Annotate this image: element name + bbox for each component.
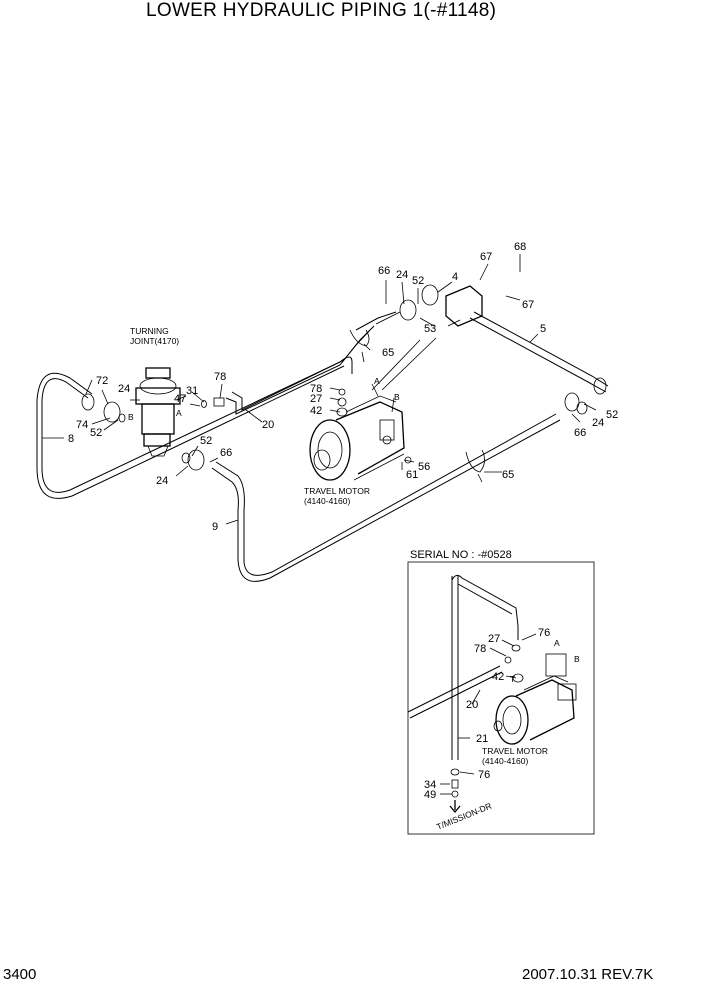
port-labels: A B A B A B T: [128, 376, 580, 684]
callout-65: 65: [502, 469, 514, 481]
transmission-label: T/MISSION-DR: [435, 801, 493, 832]
callout-66: 66: [574, 427, 586, 439]
callout-74: 74: [76, 419, 88, 431]
port-b-motor: B: [394, 392, 400, 402]
flange-right: [564, 377, 607, 415]
port-b-inset: B: [574, 654, 580, 664]
callout-24: 24: [396, 269, 408, 281]
fittings-left: [81, 388, 412, 471]
port-t-inset: T: [510, 674, 515, 684]
callout-61: 61: [406, 469, 418, 481]
callout-52: 52: [200, 435, 212, 447]
callout-76: 76: [478, 769, 490, 781]
callout-27: 27: [310, 393, 322, 405]
callout-27: 27: [488, 633, 500, 645]
part-callouts: 66 24 52 4 67 68 67 53 5 65 72 24 74 52 …: [68, 241, 618, 801]
revision-date: 2007.10.31 REV.7K: [522, 966, 654, 983]
callout-78: 78: [474, 643, 486, 655]
inset-leader-lines: [440, 633, 537, 795]
page-title: LOWER HYDRAULIC PIPING 1(-#1148): [146, 0, 497, 21]
port-b-joint: B: [128, 412, 134, 422]
pipe-9: [211, 413, 561, 582]
page-number: 3400: [3, 966, 37, 983]
turning-joint-label-1: TURNING: [130, 326, 169, 336]
callout-24: 24: [118, 383, 130, 395]
port-a-joint: A: [176, 408, 182, 418]
callout-68: 68: [514, 241, 526, 253]
port-a-inset: A: [554, 638, 560, 648]
callout-21: 21: [476, 733, 488, 745]
travel-motor-main: [309, 395, 405, 481]
turning-joint-label-2: JOINT(4170): [130, 336, 179, 346]
inset-pipes: [407, 574, 519, 760]
callout-52: 52: [606, 409, 618, 421]
callout-5: 5: [540, 323, 546, 335]
callout-67: 67: [522, 299, 534, 311]
callout-31: 31: [186, 385, 198, 397]
callout-42: 42: [310, 405, 322, 417]
callout-9: 9: [212, 521, 218, 533]
callout-20: 20: [262, 419, 274, 431]
component-labels: TURNING JOINT(4170) TRAVEL MOTOR (4140-4…: [130, 326, 548, 832]
inset-frame: [407, 561, 595, 835]
callout-78: 78: [214, 371, 226, 383]
callout-8: 8: [68, 433, 74, 445]
leader-lines: [42, 254, 597, 525]
callout-42: 42: [492, 671, 504, 683]
clamp-65-lower: [465, 449, 485, 483]
callout-56: 56: [418, 461, 430, 473]
callout-49: 49: [424, 789, 436, 801]
callout-76: 76: [538, 627, 550, 639]
callout-52: 52: [412, 275, 424, 287]
block-4: [375, 284, 483, 327]
inset-serial-label: SERIAL NO : -#0528: [410, 549, 512, 561]
callout-34: 34: [424, 779, 436, 791]
callout-53: 53: [424, 323, 436, 335]
pipe-5: [469, 311, 609, 393]
inset-fittings: [449, 644, 524, 814]
callout-72: 72: [96, 375, 108, 387]
callout-4: 4: [452, 271, 458, 283]
callout-52: 52: [90, 427, 102, 439]
port-a-motor: A: [374, 376, 380, 386]
callout-24: 24: [156, 475, 168, 487]
callout-20: 20: [466, 699, 478, 711]
callout-66: 66: [220, 447, 232, 459]
travel-motor-label-1: TRAVEL MOTOR: [304, 486, 370, 496]
callout-78: 78: [310, 383, 322, 395]
inset-travel-motor-label-1: TRAVEL MOTOR: [482, 746, 548, 756]
inset-travel-motor: [493, 653, 577, 745]
callout-67: 67: [480, 251, 492, 263]
inset-travel-motor-label-2: (4140-4160): [482, 756, 528, 766]
callout-66: 66: [378, 265, 390, 277]
callout-65: 65: [382, 347, 394, 359]
travel-motor-label-2: (4140-4160): [304, 496, 350, 506]
callout-47: 47: [174, 393, 186, 405]
pipe-8: [36, 356, 353, 499]
callout-24: 24: [592, 417, 604, 429]
turning-joint: [130, 367, 187, 457]
